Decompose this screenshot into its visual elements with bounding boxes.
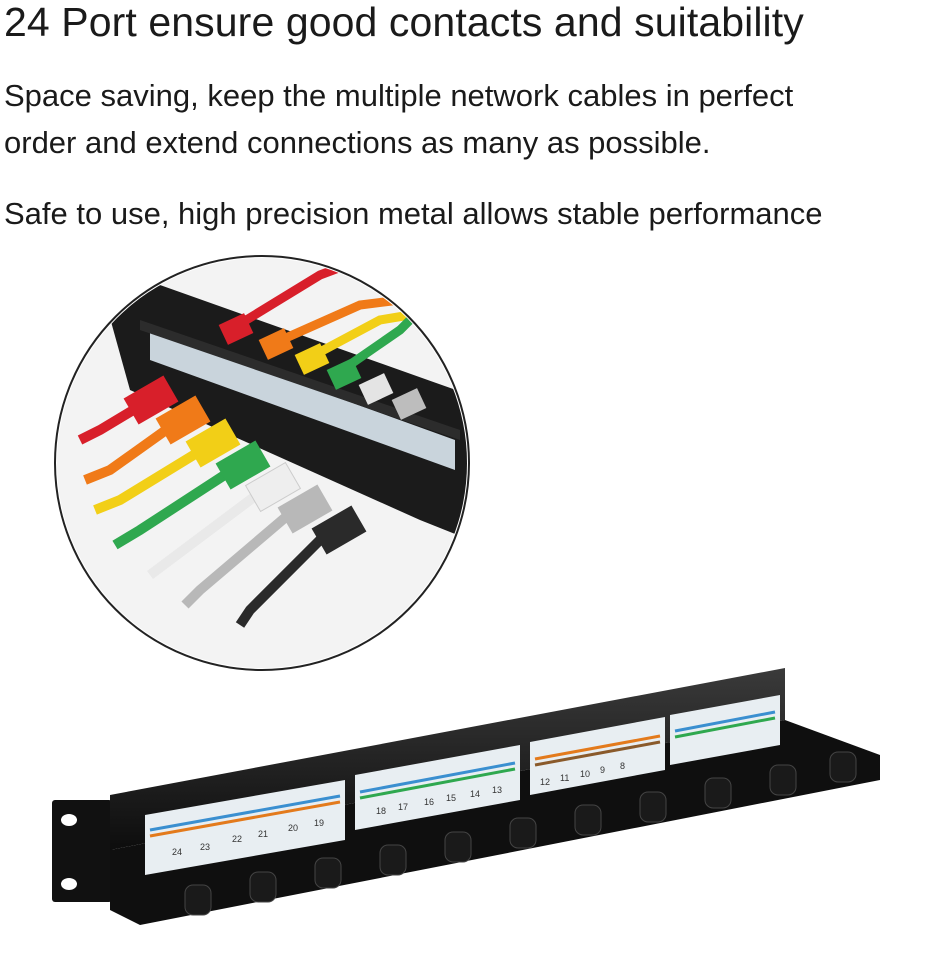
port-label: 12	[540, 777, 550, 787]
port-label: 15	[446, 793, 456, 803]
port-label: 19	[314, 818, 324, 828]
port-label: 9	[600, 765, 605, 775]
product-illustration: 24 23 22 21 20 19 18 17 16 15 14 13 12 1…	[52, 255, 880, 925]
paragraph-space-saving: Space saving, keep the multiple network …	[4, 72, 793, 166]
port-label: 13	[492, 785, 502, 795]
paragraph-line: Space saving, keep the multiple network …	[4, 78, 794, 113]
headline: 24 Port ensure good contacts and suitabi…	[4, 0, 804, 45]
port-label: 16	[424, 797, 434, 807]
cable-clips	[184, 751, 857, 916]
port-label: 23	[200, 842, 210, 852]
paragraph-safe-to-use: Safe to use, high precision metal allows…	[4, 196, 823, 231]
port-label: 11	[560, 773, 569, 783]
paragraph-line: order and extend connections as many as …	[4, 125, 711, 160]
patch-panel-photo: 24 23 22 21 20 19 18 17 16 15 14 13 12 1…	[52, 668, 880, 925]
port-label: 18	[376, 806, 386, 816]
port-label: 24	[172, 847, 182, 857]
port-label: 22	[232, 834, 242, 844]
port-label: 10	[580, 769, 590, 779]
cable-closeup-photo	[54, 255, 470, 671]
port-label: 14	[470, 789, 480, 799]
port-label: 8	[620, 761, 625, 771]
port-label: 21	[258, 829, 268, 839]
port-label: 17	[398, 802, 408, 812]
port-label: 20	[288, 823, 298, 833]
